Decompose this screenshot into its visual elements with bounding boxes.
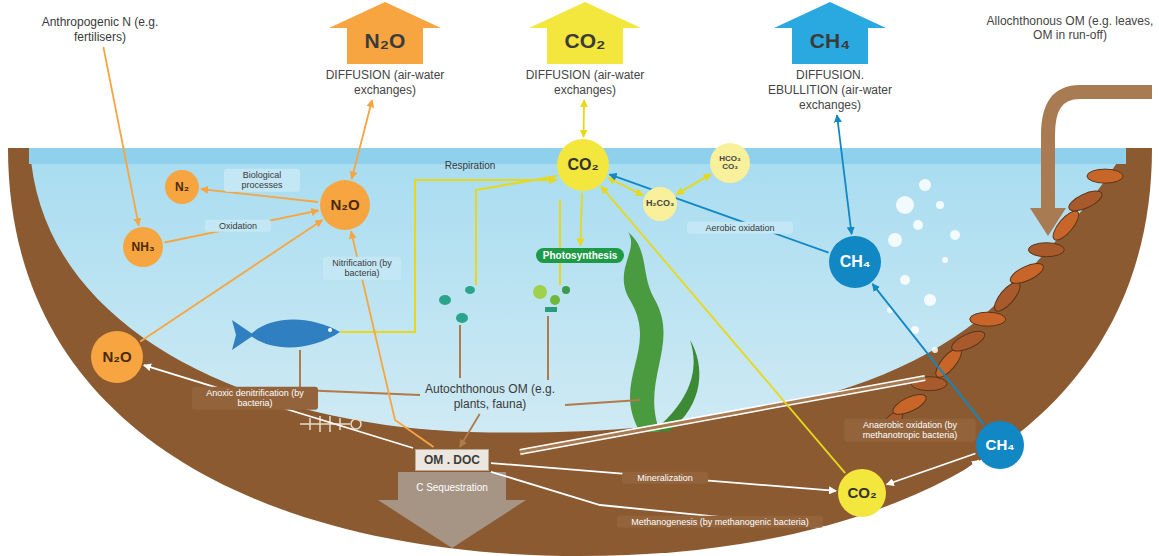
emission-arrow: CH₄ DIFFUSION. EBULLITION (air-water exch… (755, 2, 905, 113)
emission-arrow: N₂O DIFFUSION (air-water exchanges) (310, 2, 460, 98)
c-sequestration-arrow (378, 472, 526, 548)
fish (232, 320, 340, 350)
flux-arrow (887, 454, 976, 485)
node-text: CO₂ (560, 157, 606, 174)
flux-label: Oxidation (205, 220, 271, 232)
flux-label: Biological processes (224, 169, 300, 192)
node-text: NH₃ (126, 241, 160, 254)
text-node: Anthropogenic N (e.g. fertilisers) (30, 15, 170, 45)
annotation: Allochthonous OM (e.g. leaves, OM in run… (985, 14, 1155, 42)
gas-circle: CH₄ (829, 236, 881, 288)
process-label: DIFFUSION. EBULLITION (air-water exchang… (755, 68, 905, 113)
leaf (1028, 243, 1064, 257)
zooplankton (439, 286, 475, 323)
gas-name: N₂O (310, 29, 460, 53)
flux-arrow (460, 414, 480, 447)
flux-arrow (583, 100, 585, 137)
flux-arrow (491, 460, 979, 533)
leaf (1008, 260, 1047, 288)
flux-arrow (140, 220, 322, 342)
flux-label: Nitrification (by bacteria) (323, 257, 401, 280)
allochthonous-arrow (1048, 92, 1152, 210)
allochthonous-head (1030, 208, 1066, 236)
gas-circle: CH₄ (976, 421, 1024, 469)
leaf (1066, 187, 1105, 215)
flux-arrow (103, 47, 138, 225)
process-label: DIFFUSION (air-water exchanges) (510, 68, 660, 98)
gas-circle: N₂O (320, 180, 370, 230)
flux-arrow (601, 186, 845, 473)
water-body (30, 148, 1125, 433)
leaf (1087, 169, 1123, 183)
leaf-litter (873, 169, 1123, 443)
flux-arrow (609, 174, 828, 252)
node-text: Photosynthesis (543, 250, 617, 261)
node-text: CO₂ (841, 485, 883, 501)
flux-arrow (144, 365, 413, 448)
gas-circle: N₂O (91, 331, 143, 383)
annotation: Respiration (425, 160, 515, 171)
flux-label: Aerobic oxidation (687, 222, 793, 234)
uptake-lines (476, 176, 560, 285)
node-text: CH₄ (832, 254, 878, 271)
leaf (890, 390, 929, 418)
gas-circle: CO₂ (557, 139, 609, 191)
node-text: OM . DOC (424, 453, 480, 467)
leaf (970, 312, 1006, 326)
respiration-head (549, 176, 558, 184)
node-text: N₂O (94, 349, 140, 365)
gas-name: CO₂ (510, 29, 660, 53)
gas-circle: CO₂ (838, 469, 886, 517)
node-text: N₂ (168, 181, 196, 194)
flux-arrow (580, 193, 582, 246)
gas-circle: NH₃ (123, 227, 163, 267)
node-text: H₂CO₃ (646, 199, 674, 208)
flux-arrow (872, 284, 984, 425)
node-text: N₂O (323, 197, 367, 213)
node-text: CH₄ (979, 437, 1021, 453)
node-text: Autochthonous OM (e.g. plants, fauna) (424, 382, 556, 412)
gas-circle: N₂ (165, 170, 199, 204)
sediment-bowl (8, 148, 1152, 556)
flux-label: Anaerobic oxidation (by methanotropic ba… (845, 419, 976, 442)
gas-circle: H₂CO₃ (643, 187, 677, 221)
text-node: Autochthonous OM (e.g. plants, fauna) (424, 382, 556, 412)
flux-arrow (676, 174, 711, 194)
process-pill: Photosynthesis (536, 248, 624, 263)
node-text: Anthropogenic N (e.g. fertilisers) (30, 15, 170, 45)
process-label: DIFFUSION (air-water exchanges) (310, 68, 460, 98)
leaf (990, 278, 1024, 315)
seaweed (624, 232, 700, 432)
gas-circle: HCO₃ CO₃ (710, 143, 750, 183)
leaf (949, 327, 988, 355)
node-text: HCO₃ CO₃ (713, 155, 747, 172)
flux-arrow (837, 115, 852, 234)
annotation: C Sequestration (397, 482, 507, 493)
pool-box: OM . DOC (415, 449, 489, 471)
flux-arrow (352, 100, 372, 179)
flux-label: Methanogenesis (by methanogenic bacteria… (617, 516, 823, 528)
gas-name: CH₄ (755, 29, 905, 53)
flux-label: Anoxic denitrification (by bacteria) (192, 387, 318, 410)
flux-label: Mineralization (622, 472, 708, 484)
algae (533, 285, 570, 312)
bubbles (887, 179, 960, 353)
emission-arrow: CO₂ DIFFUSION (air-water exchanges) (510, 2, 660, 98)
